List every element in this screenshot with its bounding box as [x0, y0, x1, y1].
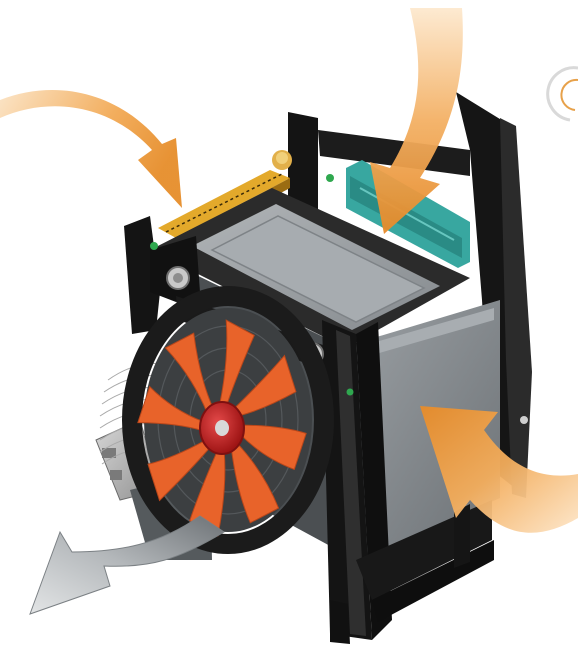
fan-hub [200, 402, 244, 454]
partial-badge-icon [548, 68, 578, 120]
intake-arrow-top-left [0, 90, 182, 208]
intake-arrow-top-right [370, 8, 463, 234]
exhaust-arrow-bottom-left [30, 516, 224, 614]
